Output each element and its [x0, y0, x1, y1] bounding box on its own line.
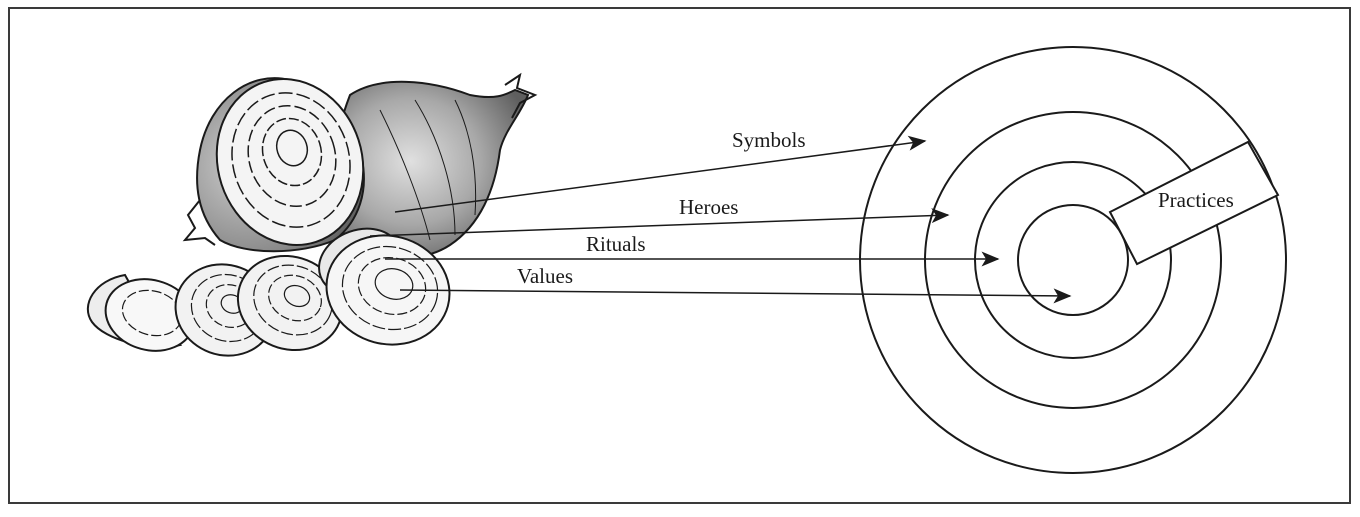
layer-labels: Symbols Heroes Rituals Values Practices: [517, 128, 1234, 288]
figure-border: [8, 7, 1351, 504]
whole-onion-icon: [331, 72, 538, 259]
core-values: [1017, 204, 1129, 316]
onion-illustration: [86, 72, 538, 357]
arrow-values: [399, 288, 1072, 304]
label-heroes: Heroes: [679, 195, 738, 219]
outer-ring-symbols: [859, 46, 1287, 474]
label-practices: Practices: [1158, 188, 1234, 212]
label-values: Values: [517, 264, 573, 288]
ring-rituals: [974, 161, 1172, 359]
onion-slice-icon: [86, 273, 196, 352]
half-onion-icon: [182, 77, 365, 253]
arrow-symbols: [394, 135, 927, 213]
arrows: [369, 135, 1072, 304]
ring-heroes: [924, 111, 1222, 409]
onion-slices: [86, 227, 451, 357]
label-symbols: Symbols: [732, 128, 806, 152]
concentric-layers: [859, 46, 1287, 474]
arrow-heroes: [369, 208, 950, 237]
onion-slice-icon: [236, 254, 344, 352]
onion-slice-icon: [325, 234, 451, 346]
practices-band: [1108, 140, 1280, 266]
label-rituals: Rituals: [586, 232, 646, 256]
